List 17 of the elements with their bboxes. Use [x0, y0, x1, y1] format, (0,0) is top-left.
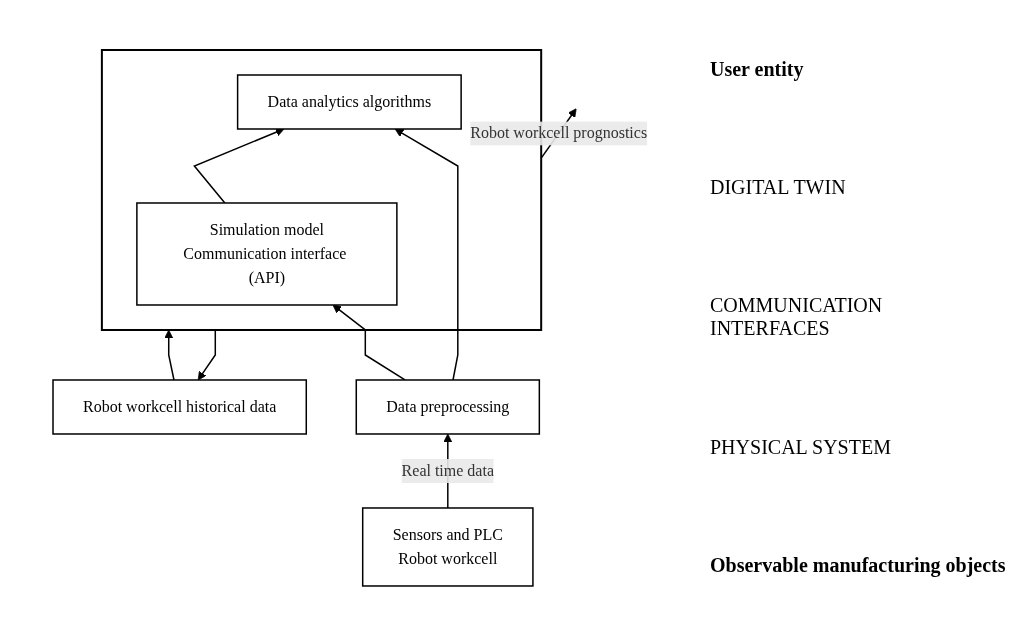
layer-label: COMMUNICATION INTERFACES: [710, 294, 884, 341]
node-box: Sensors and PLC Robot workcell: [361, 506, 534, 587]
node-box: Data analytics algorithms: [236, 73, 462, 130]
node-box: Simulation model Communication interface (API): [136, 201, 398, 306]
arrow: [332, 304, 406, 381]
arrow: [197, 328, 216, 380]
layer-title: User entity: [710, 57, 805, 81]
edge-label: Real time data: [401, 461, 494, 479]
edge-label: Robot workcell prognostics: [470, 123, 648, 141]
layer-label: PHYSICAL SYSTEM: [710, 435, 892, 459]
layer-label: DIGITAL TWIN: [710, 176, 847, 200]
arrow: [164, 329, 175, 381]
layer-title: Observable manufacturing objects: [710, 554, 1006, 578]
node-box: Data preprocessing: [355, 378, 540, 435]
node-box: Robot workcell historical data: [52, 378, 307, 435]
arrow: [394, 128, 459, 381]
arrow: [193, 127, 285, 204]
